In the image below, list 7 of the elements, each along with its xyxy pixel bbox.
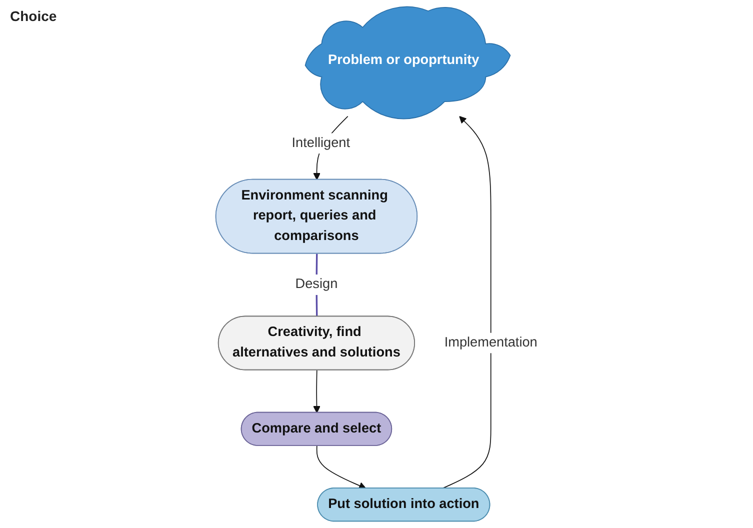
- edge-label: Implementation: [444, 335, 538, 350]
- arrow: [312, 370, 320, 414]
- arrow: [316, 446, 366, 490]
- edge-label: Design: [295, 277, 338, 292]
- stage-label: Choice: [10, 8, 57, 24]
- edge-label: Intelligent: [292, 136, 350, 150]
- arrow: [442, 116, 492, 489]
